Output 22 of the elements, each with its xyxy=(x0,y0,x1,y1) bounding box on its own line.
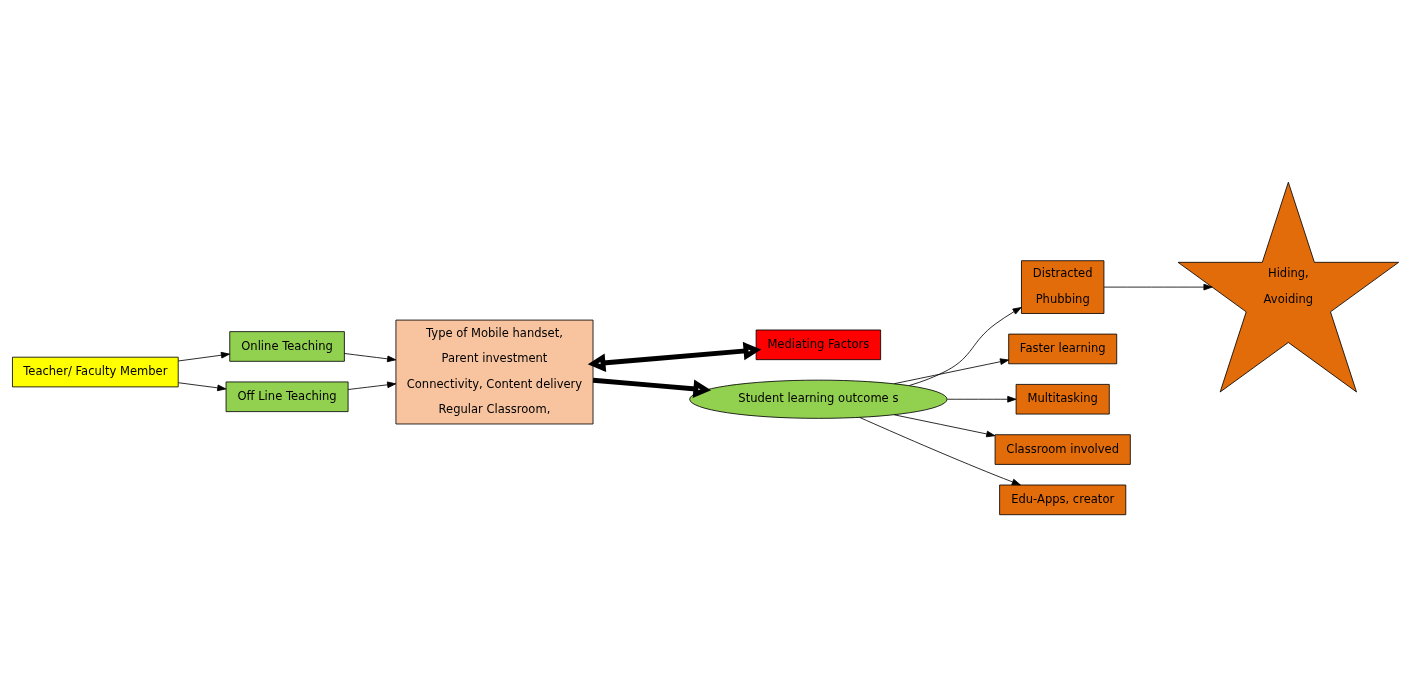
arrow xyxy=(1103,283,1213,290)
node-box: Faster learning xyxy=(1008,333,1118,364)
node-box: Off Line Teaching xyxy=(225,381,349,412)
arrow xyxy=(344,352,397,362)
node-box: Distracted Phubbing xyxy=(1021,259,1105,314)
arrow xyxy=(893,357,1010,384)
node-box: Mediating Factors xyxy=(755,329,882,360)
arrow xyxy=(178,381,227,391)
arrow xyxy=(908,306,1022,386)
arrow xyxy=(587,341,762,372)
arrow xyxy=(592,377,712,398)
node-box: Edu-Apps, creator xyxy=(999,484,1127,515)
node-box: Multitasking xyxy=(1015,383,1110,414)
node-box: Classroom involved xyxy=(994,433,1131,465)
arrow xyxy=(178,351,230,361)
arrow xyxy=(946,395,1017,403)
node-box: Online Teaching xyxy=(229,330,345,362)
node-box: Teacher/ Faculty Member xyxy=(12,356,179,387)
node-box: Type of Mobile handset, Parent investment Connectivity, Content delivery Regular Classroom, xyxy=(395,319,594,424)
arrow xyxy=(859,416,1021,485)
arrow xyxy=(893,413,996,437)
arrow xyxy=(347,381,397,390)
